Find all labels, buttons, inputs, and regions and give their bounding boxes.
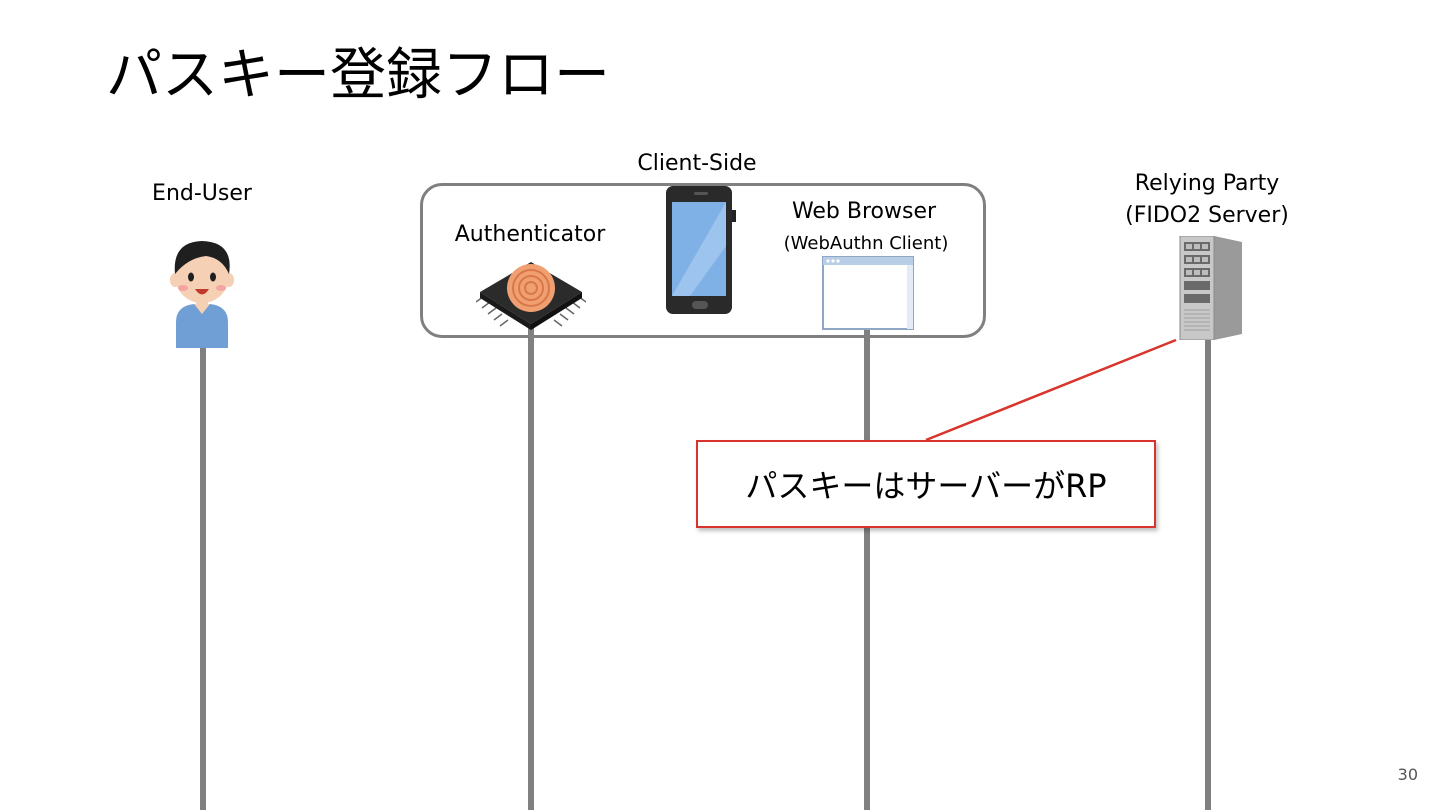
server-icon bbox=[1179, 236, 1242, 340]
smartphone-icon bbox=[666, 186, 736, 314]
browser-window-icon bbox=[822, 256, 914, 330]
lifeline-relying-party bbox=[1205, 338, 1211, 810]
lifeline-end-user bbox=[200, 345, 206, 810]
person-icon bbox=[170, 241, 234, 348]
group-label-client-side: Client-Side bbox=[637, 151, 757, 176]
actor-sublabel-web-browser: (WebAuthn Client) bbox=[783, 233, 949, 254]
actor-label-authenticator: Authenticator bbox=[454, 222, 606, 247]
callout-box: パスキーはサーバーがRP bbox=[696, 440, 1156, 528]
client-side-group-box bbox=[420, 183, 986, 338]
callout-text: パスキーはサーバーがRP bbox=[745, 467, 1107, 505]
slide-title: パスキー登録フロー bbox=[106, 43, 610, 108]
actor-sublabel-relying-party: (FIDO2 Server) bbox=[1125, 203, 1289, 228]
lifeline-web-browser bbox=[864, 327, 870, 810]
fingerprint-chip-icon bbox=[476, 262, 586, 330]
actor-label-end-user: End-User bbox=[152, 181, 252, 206]
lifeline-authenticator bbox=[528, 325, 534, 810]
page-number: 30 bbox=[1397, 765, 1418, 784]
actor-label-relying-party: Relying Party bbox=[1134, 171, 1280, 196]
actor-label-web-browser: Web Browser bbox=[791, 199, 937, 224]
